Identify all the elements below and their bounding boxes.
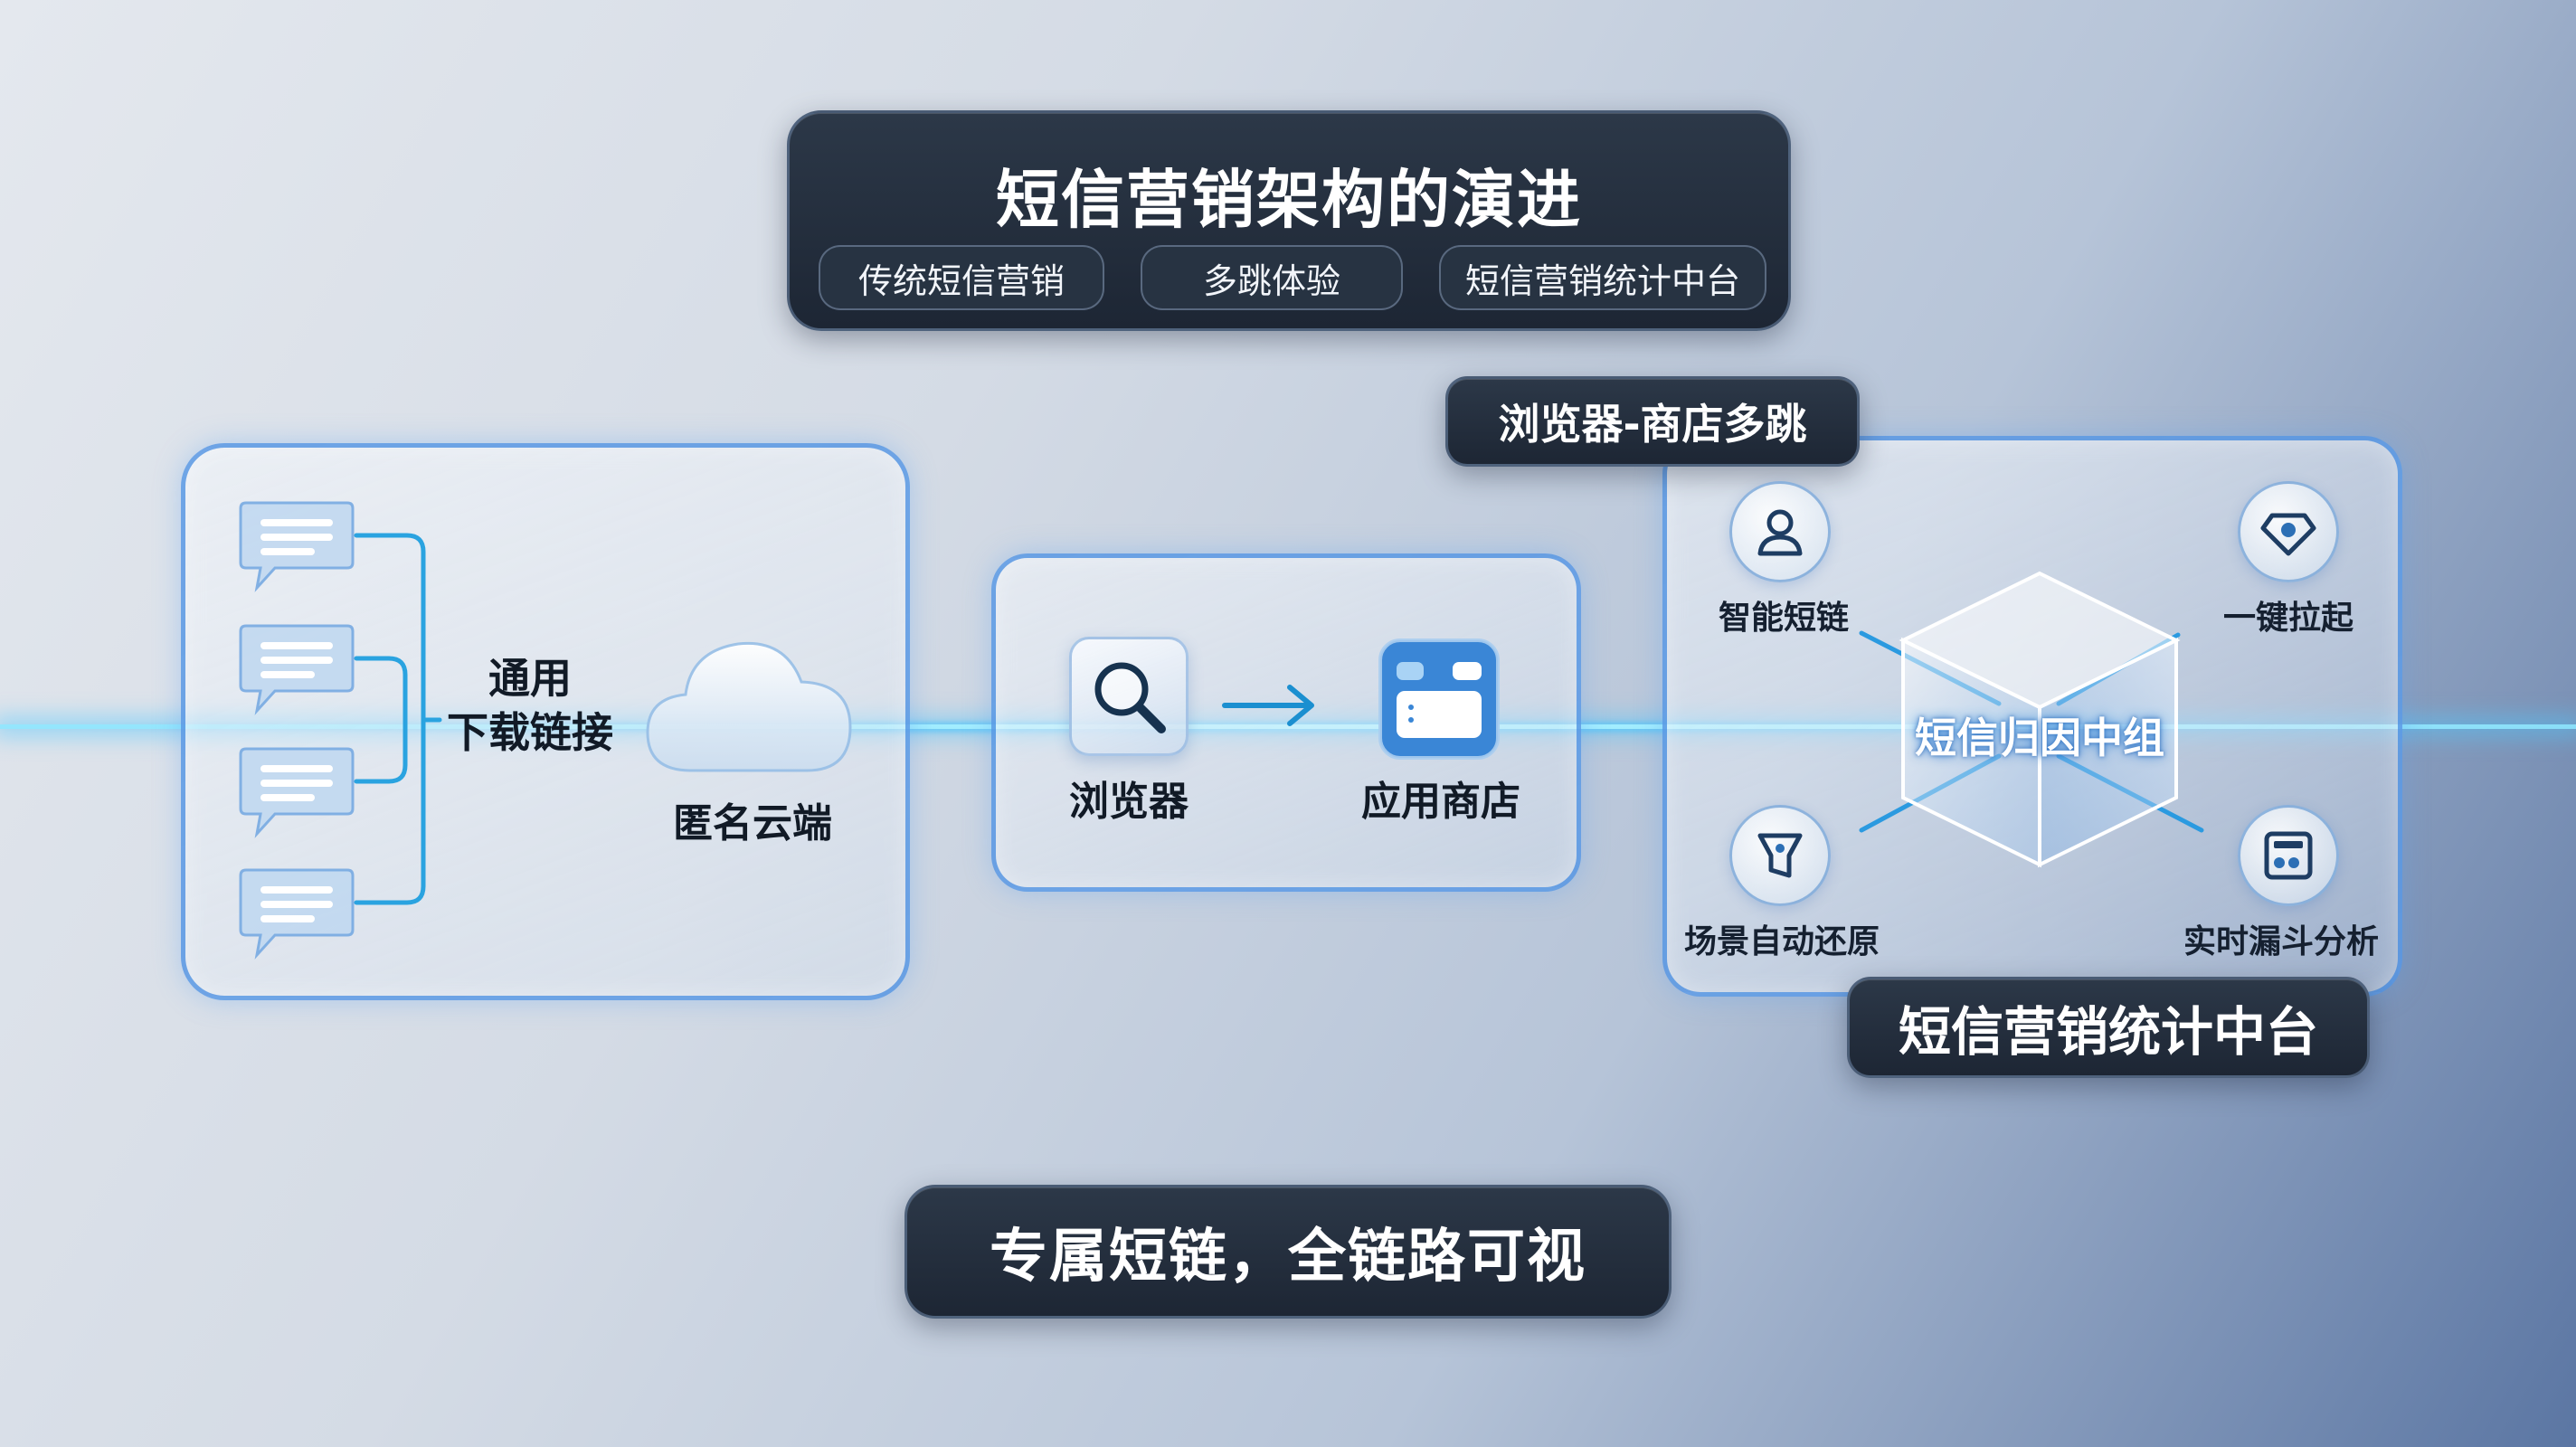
feature-realtime-funnel: 实时漏斗分析: [2183, 923, 2379, 960]
app-store-label: 应用商店: [1361, 779, 1520, 825]
chat-bubble-4-icon: [237, 866, 356, 964]
cloud-icon: [640, 626, 857, 783]
diamond-icon: [2238, 481, 2339, 582]
feature-smart-shortlink: 智能短链: [1718, 600, 1849, 637]
feature-scene-restore: 场景自动还原: [1683, 923, 1880, 960]
chat-bubble-3-icon: [237, 745, 356, 843]
chat-bubble-2-icon: [237, 622, 356, 720]
app-store-icon: [1377, 637, 1501, 765]
attribution-center-label: 短信归因中组: [1915, 714, 2164, 762]
title-panel: 短信营销架构的演进 传统短信营销 多跳体验 短信营销统计中台: [787, 110, 1791, 331]
tab-traditional-sms[interactable]: 传统短信营销: [819, 245, 1104, 310]
generic-download-link-label: 通用 下载链接: [441, 651, 619, 760]
browser-label: 浏览器: [1069, 779, 1189, 825]
user-icon: [1729, 481, 1831, 582]
funnel-icon: [1729, 805, 1831, 906]
chat-bubble-1-icon: [237, 499, 356, 597]
stats-platform-footer: 短信营销统计中台: [1847, 977, 2370, 1078]
anonymous-cloud-label: 匿名云端: [673, 800, 832, 846]
tab-stats-platform[interactable]: 短信营销统计中台: [1439, 245, 1766, 310]
page-title: 短信营销架构的演进: [996, 163, 1582, 237]
search-icon: [1069, 637, 1189, 756]
feature-one-click-launch: 一键拉起: [2222, 600, 2353, 637]
multi-hop-tag: 浏览器-商店多跳: [1445, 376, 1860, 467]
attribution-cube: [1890, 566, 2189, 877]
slogan-banner: 专属短链，全链路可视: [904, 1185, 1672, 1319]
chat-connector-lines: [354, 533, 442, 905]
link-label-line-1: 通用: [488, 654, 572, 703]
tab-multi-hop[interactable]: 多跳体验: [1141, 245, 1403, 310]
arrow-right-icon: [1221, 678, 1321, 736]
link-label-line-2: 下载链接: [447, 708, 613, 757]
dashboard-icon: [2238, 805, 2339, 906]
